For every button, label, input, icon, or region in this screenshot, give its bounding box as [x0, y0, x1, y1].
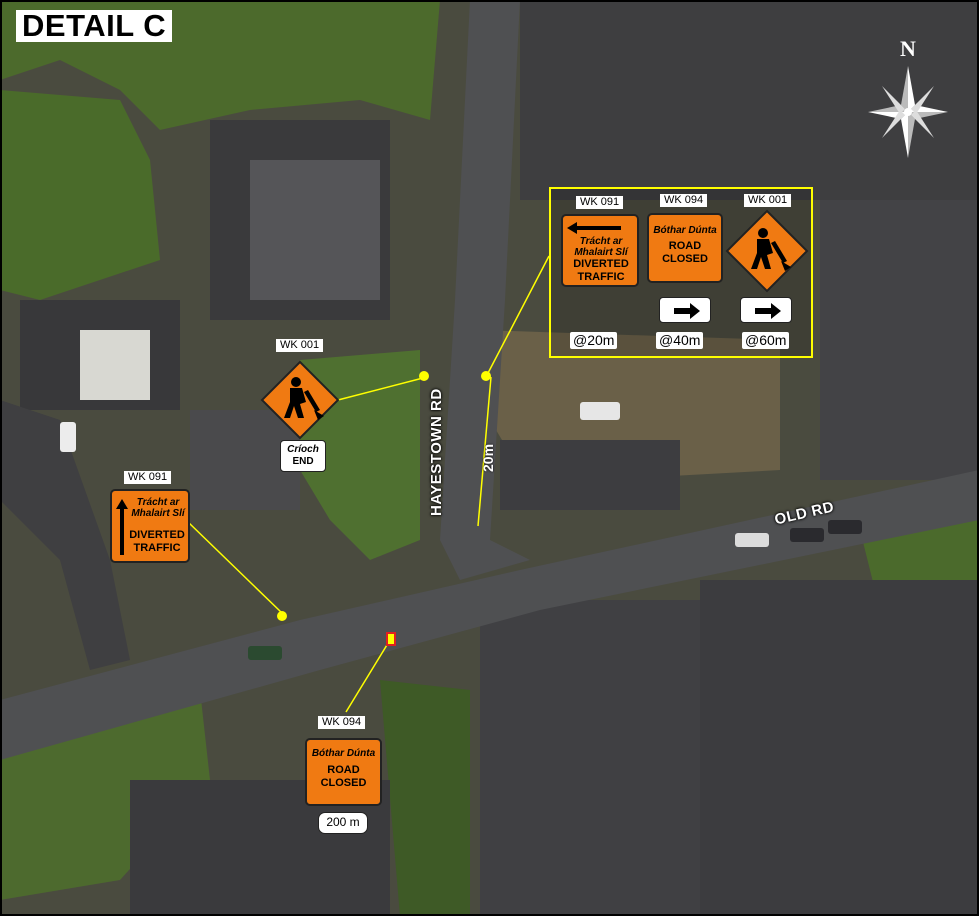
wk091-english-line2: TRAFFIC [133, 542, 181, 554]
legend-distance-40m: @40m [656, 332, 704, 349]
sign-code-wk001: WK 001 [276, 339, 324, 352]
compass-n-label: N [900, 36, 916, 61]
leader-legend [486, 255, 550, 376]
sign-code-wk094: WK 094 [318, 716, 366, 729]
diverted-traffic-sign: Trácht ar Mhalairt Slí DIVERTED TRAFFIC [110, 489, 190, 563]
wk091-irish-line2: Mhalairt Slí [131, 508, 185, 519]
end-plate: Críoch END [280, 440, 326, 472]
legend-code-wk001: WK 001 [744, 194, 792, 207]
wk094-english-line1: ROAD [327, 764, 360, 776]
roadworks-sign-icon [260, 360, 340, 440]
leader-wk091-main [187, 521, 283, 614]
legend-wk091-irish-line2: Mhalairt Slí [574, 247, 628, 258]
arrow-plate-2 [740, 297, 792, 323]
legend-diverted-traffic-sign: Trácht ar Mhalairt Slí DIVERTED TRAFFIC [561, 214, 639, 287]
legend-code-wk094: WK 094 [660, 194, 708, 207]
legend-distance-60m: @60m [742, 332, 790, 349]
post-marker-wk001 [419, 371, 429, 381]
legend-wk094-english-line2: CLOSED [662, 253, 708, 265]
distance-plate-text: 200 m [326, 815, 360, 829]
legend-distance-20m: @20m [570, 332, 618, 349]
leader-wk094-main [345, 639, 391, 713]
legend-wk094-irish: Bóthar Dúnta [653, 225, 717, 236]
post-marker-hayestown [481, 371, 491, 381]
legend-roadworks-sign-icon [725, 209, 809, 293]
sign-code-wk091: WK 091 [124, 471, 172, 484]
wk094-english-line2: CLOSED [320, 777, 367, 789]
arrow-up-icon [116, 499, 128, 555]
arrow-right-icon [755, 303, 781, 319]
compass-rose: N [868, 36, 948, 158]
wk091-english-line1: DIVERTED [129, 529, 185, 541]
end-plate-irish: Críoch [287, 444, 319, 455]
leader-wk001-main [337, 377, 424, 401]
arrow-right-icon [674, 303, 700, 319]
arrow-left-icon [567, 222, 621, 234]
dimension-line [477, 376, 492, 527]
wk091-irish-line1: Trácht ar [136, 497, 180, 508]
legend-wk091-english-line2: TRAFFIC [577, 271, 625, 283]
arrow-plate-1 [659, 297, 711, 323]
legend-wk091-english-line1: DIVERTED [573, 258, 629, 270]
road-label-hayestown: HAYESTOWN RD [428, 388, 445, 516]
detail-title: DETAIL C [16, 10, 173, 42]
legend-wk094-english-line1: ROAD [668, 240, 702, 252]
distance-plate: 200 m [318, 812, 368, 834]
legend-road-closed-sign: Bóthar Dúnta ROAD CLOSED [647, 213, 723, 283]
wk094-irish: Bóthar Dúnta [311, 748, 376, 759]
dimension-label: 20m [480, 443, 496, 472]
post-marker-wk091 [277, 611, 287, 621]
legend-wk091-irish-line1: Trácht ar [579, 236, 623, 247]
end-plate-english: END [292, 456, 314, 467]
legend-code-wk091: WK 091 [576, 196, 624, 209]
road-closed-sign: Bóthar Dúnta ROAD CLOSED [305, 738, 382, 806]
